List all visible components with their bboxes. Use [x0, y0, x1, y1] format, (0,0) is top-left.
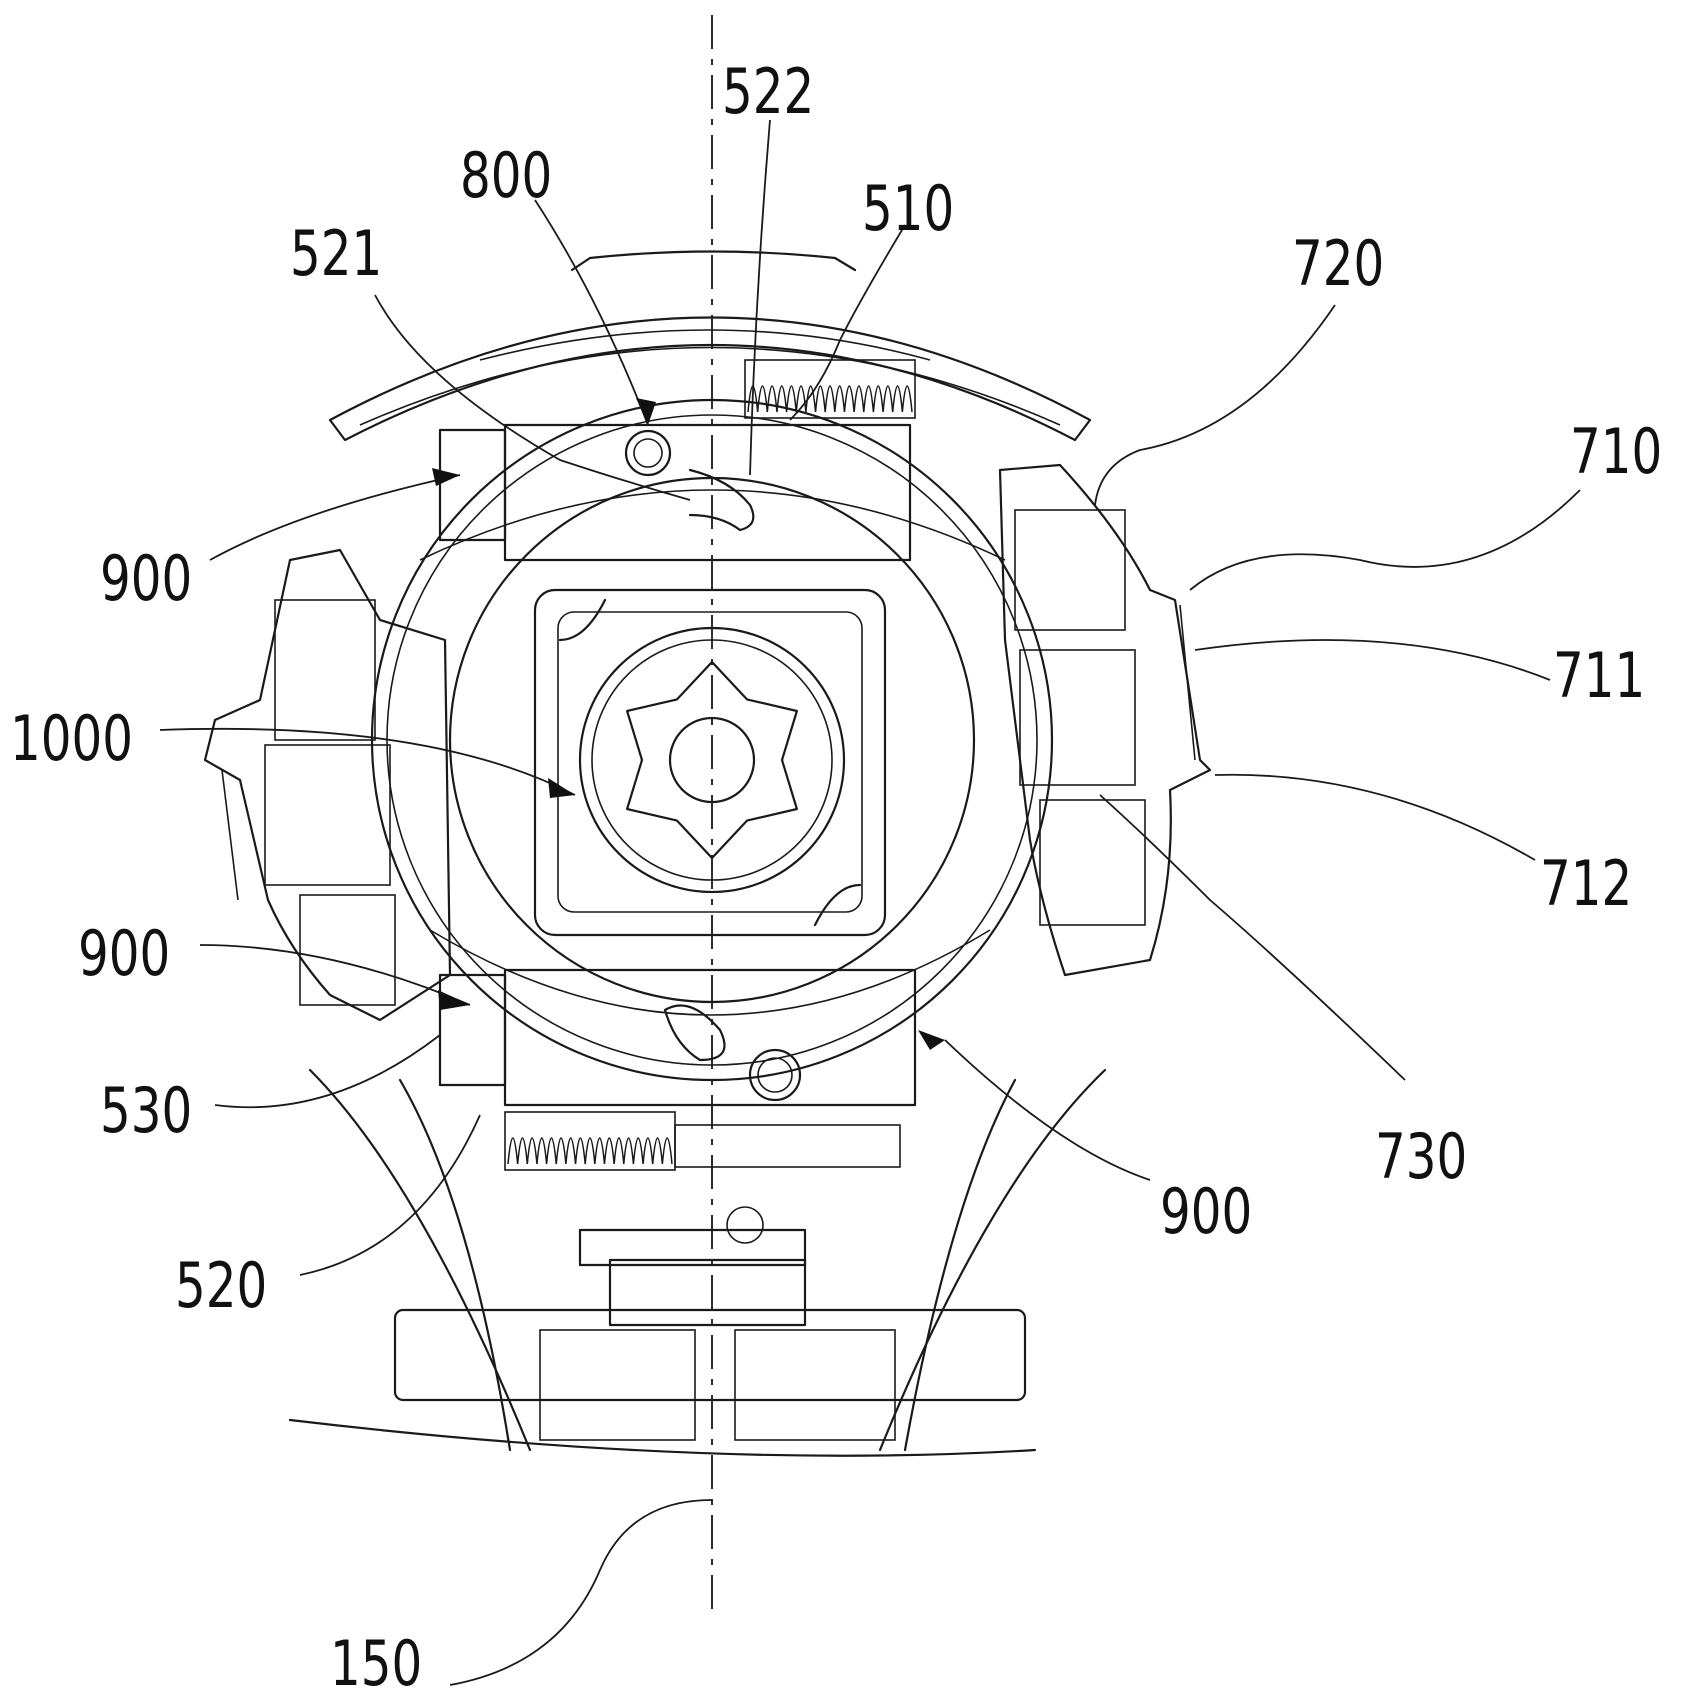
- square-socket: [533, 588, 887, 937]
- label-712: 712: [1540, 848, 1632, 920]
- left-jaw: [203, 548, 452, 1022]
- label-900-lower-right: 900: [1160, 1176, 1252, 1248]
- label-150: 150: [330, 1628, 422, 1692]
- drive-gear: [578, 626, 846, 894]
- leader-lines: [159, 119, 1581, 1686]
- leader-800: [534, 199, 649, 426]
- label-720: 720: [1292, 228, 1384, 300]
- leader-530: [214, 1034, 441, 1109]
- label-530: 530: [100, 1075, 192, 1147]
- leader-900-lower-right: [944, 1039, 1151, 1181]
- base-structure: [288, 1068, 1107, 1457]
- leader-1000: [159, 727, 576, 796]
- label-710: 710: [1570, 416, 1662, 488]
- leader-711: [1194, 639, 1551, 681]
- leader-900-upper-left: [209, 474, 461, 561]
- leader-900-lower-left: [199, 944, 471, 1006]
- label-520: 520: [175, 1250, 267, 1322]
- leader-520: [299, 1114, 481, 1276]
- leader-150: [449, 1499, 713, 1686]
- leader-510: [789, 224, 906, 421]
- label-521: 521: [290, 218, 382, 290]
- lower-slider: [438, 968, 917, 1107]
- reference-labels: 522 800 510 521 720 710 900 711 1000 712…: [10, 56, 1662, 1692]
- leader-522: [749, 119, 771, 476]
- leader-712: [1214, 773, 1536, 861]
- arrowheads: [432, 398, 945, 1050]
- label-510: 510: [862, 173, 954, 245]
- label-900-upper-left: 900: [100, 543, 192, 615]
- label-711: 711: [1553, 640, 1645, 712]
- leader-730: [1099, 794, 1406, 1081]
- spring-520: [504, 1111, 901, 1171]
- upper-slider: [438, 423, 912, 562]
- leader-710: [1189, 489, 1581, 591]
- right-jaw: [998, 463, 1212, 977]
- label-1000: 1000: [10, 703, 133, 775]
- leader-521: [374, 294, 691, 501]
- label-730: 730: [1375, 1121, 1467, 1193]
- leader-720: [1094, 304, 1336, 506]
- label-800: 800: [460, 140, 552, 212]
- label-522: 522: [722, 56, 814, 128]
- label-900-lower-left: 900: [78, 918, 170, 990]
- top-cover: [328, 250, 1092, 442]
